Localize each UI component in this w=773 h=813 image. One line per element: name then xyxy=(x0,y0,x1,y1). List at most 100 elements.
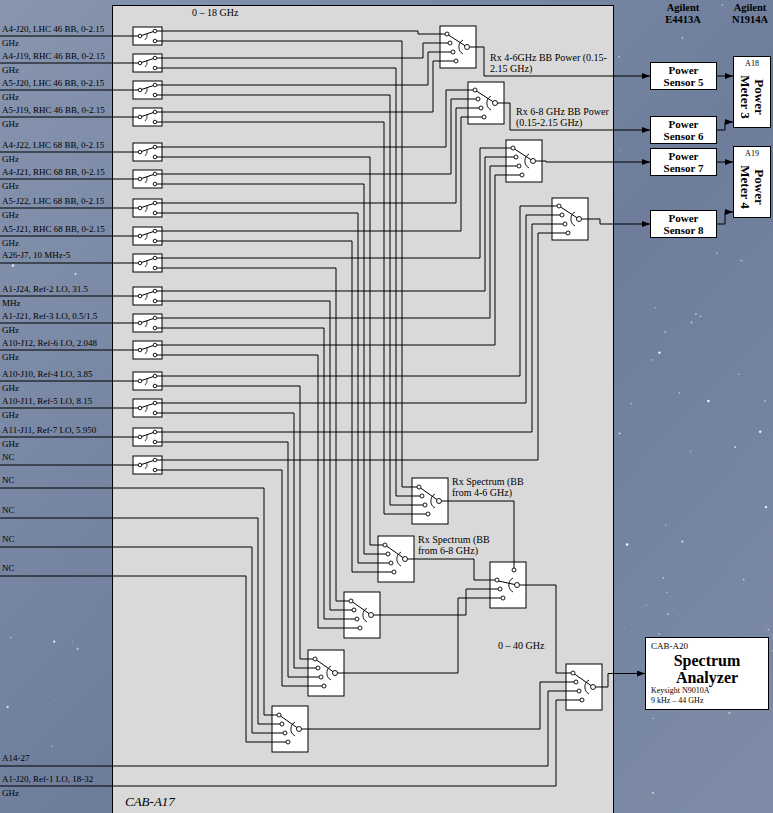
switch-contact xyxy=(454,59,458,63)
annotation-label: Agilent N1914A xyxy=(729,2,771,26)
annotation-label: 0 – 18 GHz xyxy=(192,7,238,19)
switch-lead xyxy=(133,152,138,153)
switch-lead xyxy=(157,442,162,443)
switch-body xyxy=(133,27,162,45)
switch-contact xyxy=(153,299,157,303)
switch-arrow xyxy=(145,463,147,469)
star xyxy=(619,150,620,151)
star xyxy=(619,432,621,434)
star xyxy=(721,290,723,292)
switch-contact xyxy=(286,740,290,744)
multiport-switch xyxy=(468,82,504,124)
switch-lead xyxy=(157,157,162,158)
power-sensor-box: Power Sensor 7 xyxy=(650,148,717,176)
switch-lead xyxy=(157,213,162,214)
switch-lead xyxy=(440,61,454,62)
switch-contact xyxy=(153,289,157,293)
meter-text: Power Meter 3 xyxy=(738,73,766,121)
spdt-switch xyxy=(133,456,162,474)
connector xyxy=(717,122,733,130)
wire xyxy=(380,589,490,615)
star xyxy=(658,351,660,353)
annotation-label: Agilent E4413A xyxy=(651,2,715,26)
wire xyxy=(0,437,133,438)
wire xyxy=(162,328,344,619)
spdt-switch xyxy=(133,227,162,245)
switch-lead xyxy=(477,91,496,103)
signal-label: A5-J21, RHC 68 BB, 0-2.15 GHz xyxy=(2,222,106,250)
switch-lead xyxy=(566,673,571,674)
spdt-switch xyxy=(133,287,162,305)
switch-contact xyxy=(501,596,505,600)
switch-contact xyxy=(153,256,157,260)
star xyxy=(652,718,653,719)
switch-arrow xyxy=(459,40,463,54)
switch-lead xyxy=(344,619,355,620)
star xyxy=(655,307,656,308)
switch-contact xyxy=(420,494,424,498)
wire xyxy=(162,99,468,174)
switch-contact xyxy=(465,45,470,50)
switch-lead xyxy=(157,41,162,42)
spdt-switch xyxy=(133,399,162,417)
analyzer-text: Spectrum Analyzer xyxy=(651,652,763,686)
spdt-switch xyxy=(133,199,162,217)
switch-contact xyxy=(153,172,157,176)
star xyxy=(658,633,660,635)
switch-contact xyxy=(138,321,142,325)
switch-contact xyxy=(153,401,157,405)
star xyxy=(707,400,710,403)
wire xyxy=(162,175,506,345)
switch-contact xyxy=(138,379,142,383)
switch-lead xyxy=(157,345,162,346)
switch-contact xyxy=(280,722,284,726)
star xyxy=(765,506,767,508)
connector xyxy=(614,162,650,163)
power-meter-box: A18Power Meter 3 xyxy=(733,56,771,128)
wire xyxy=(162,413,308,668)
switch-lead xyxy=(344,628,358,629)
panel-text: CAB-A17 xyxy=(125,794,175,809)
switch-arrow xyxy=(145,234,147,240)
star xyxy=(76,648,78,650)
switch-contact xyxy=(451,50,455,54)
switch-body xyxy=(566,664,602,710)
switch-body xyxy=(308,650,344,696)
sensor-text: Power Sensor 7 xyxy=(653,150,714,174)
switch-arrow xyxy=(585,680,589,694)
star xyxy=(759,431,762,434)
switch-arrow xyxy=(431,494,435,508)
multiport-switch xyxy=(566,664,602,710)
switch-lead xyxy=(157,184,162,185)
multiport-switch xyxy=(308,650,344,696)
signal-label: A1-J20, Ref-1 LO, 18-32 GHz xyxy=(2,772,106,800)
wire xyxy=(162,41,412,487)
switch-arrow xyxy=(487,96,491,110)
switch-contact xyxy=(153,266,157,270)
switch-lead xyxy=(440,52,451,53)
switch-lead xyxy=(157,432,162,433)
switch-contact xyxy=(515,583,520,588)
switch-lead xyxy=(133,208,138,209)
switch-contact xyxy=(389,561,393,565)
switch-lead xyxy=(133,63,138,64)
star xyxy=(0,16,2,18)
spdt-switch xyxy=(133,143,162,161)
switch-body xyxy=(133,170,162,188)
switch-lead xyxy=(133,381,138,382)
switch-contact xyxy=(153,316,157,320)
switch-contact xyxy=(153,66,157,70)
wire xyxy=(0,208,133,209)
star xyxy=(734,446,736,448)
switch-lead xyxy=(470,47,477,48)
star xyxy=(624,627,626,629)
multiport-switch xyxy=(344,592,380,638)
switch-lead xyxy=(498,103,505,104)
switch-contact xyxy=(153,83,157,87)
connector xyxy=(614,673,645,674)
wire xyxy=(0,179,133,180)
switch-contact xyxy=(313,657,317,661)
switch-arrow xyxy=(291,722,295,736)
switch-contact xyxy=(319,675,323,679)
